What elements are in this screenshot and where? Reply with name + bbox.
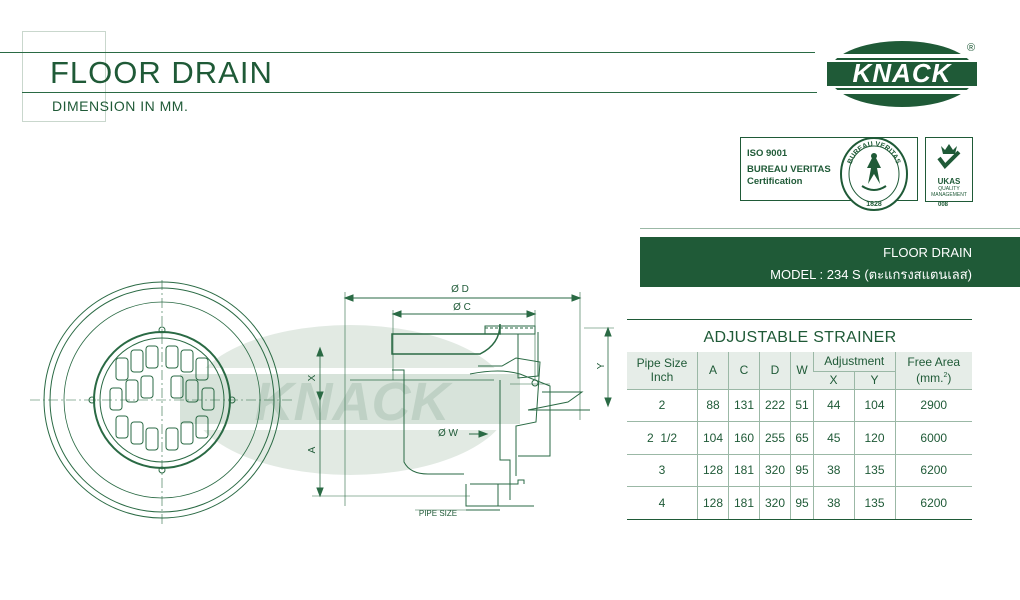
cell-a: 128 xyxy=(697,486,729,520)
label-x: X xyxy=(307,374,318,381)
cell-c: 160 xyxy=(728,421,760,454)
cell-d: 222 xyxy=(759,388,791,422)
ukas-label: UKAS xyxy=(937,177,961,186)
watermark-text: KNACK xyxy=(255,372,454,432)
table-row: 4 128 181 320 95 38 135 6200 xyxy=(627,486,972,520)
page-subtitle: DIMENSION IN MM. xyxy=(52,98,189,114)
header-y: Y xyxy=(853,371,895,389)
iso-line-3: Certification xyxy=(747,176,803,187)
cell-x: 45 xyxy=(813,421,854,454)
header-pipe-size-unit: Inch xyxy=(650,370,674,385)
cell-d: 320 xyxy=(759,486,791,520)
plan-view xyxy=(30,280,295,525)
cell-x: 38 xyxy=(813,486,854,520)
cell-a: 104 xyxy=(697,421,729,454)
header-free-area-unit: (mm.2) xyxy=(916,371,952,386)
cell-a: 128 xyxy=(697,453,729,487)
header-pipe-size: Pipe Size Inch xyxy=(627,352,698,389)
label-dia-c: Ø C xyxy=(453,302,471,313)
iso-line-2: BUREAU VERITAS xyxy=(747,164,831,175)
header-rule-bottom xyxy=(640,228,1020,229)
floor-drain-drawing: KNACK xyxy=(30,280,614,525)
banner-product: FLOOR DRAIN xyxy=(883,245,972,260)
header-w: W xyxy=(790,352,814,389)
seal-year: 1828 xyxy=(866,201,882,208)
cell-pipe: 3 xyxy=(627,453,698,487)
cell-c: 131 xyxy=(728,388,760,422)
label-pipe-size: PIPE SIZE xyxy=(419,509,457,518)
cell-d: 255 xyxy=(759,421,791,454)
table-row: 2 1/2 104 160 255 65 45 120 6000 xyxy=(627,421,972,454)
iso-line-1: ISO 9001 xyxy=(747,148,788,159)
crown-tick-icon xyxy=(937,144,961,170)
cell-pipe: 2 xyxy=(627,388,698,422)
cell-pipe: 2 1/2 xyxy=(627,421,698,454)
cell-y: 135 xyxy=(853,453,895,487)
label-y: Y xyxy=(596,362,607,369)
model-banner: FLOOR DRAIN MODEL : 234 S (ตะแกรงสแตนเลส… xyxy=(640,237,1020,287)
header-free-area-label: Free Area xyxy=(907,355,961,370)
cell-a: 88 xyxy=(697,388,729,422)
bureau-veritas-seal-icon: BUREAU VERITAS 1828 xyxy=(840,137,908,211)
cell-x: 44 xyxy=(813,388,854,422)
registered-mark: ® xyxy=(967,42,976,54)
label-a: A xyxy=(307,446,318,453)
cell-y: 104 xyxy=(853,388,895,422)
page-title: FLOOR DRAIN xyxy=(50,55,273,90)
banner-model: MODEL : 234 S (ตะแกรงสแตนเลส) xyxy=(770,267,972,282)
header-x: X xyxy=(829,373,838,387)
spec-table: Pipe Size Inch A C D W Adjustment Free A… xyxy=(627,352,972,520)
header-a: A xyxy=(697,352,729,389)
cell-w: 51 xyxy=(790,388,814,422)
table-row: 2 88 131 222 51 44 104 2900 xyxy=(627,388,972,422)
iso-certification-box xyxy=(740,137,918,201)
cell-area: 6200 xyxy=(894,453,972,487)
header-c: C xyxy=(728,352,760,389)
section-view xyxy=(312,292,614,511)
table-row: 3 128 181 320 95 38 135 6200 xyxy=(627,453,972,487)
knack-logo: KNACK xyxy=(827,41,977,107)
header-adjustment: Adjustment xyxy=(813,352,895,372)
cell-d: 320 xyxy=(759,453,791,487)
ukas-badge: UKAS QUALITY MANAGEMENT xyxy=(925,137,973,202)
cell-y: 120 xyxy=(853,421,895,454)
knack-watermark: KNACK xyxy=(180,325,520,475)
logo-wordmark: KNACK xyxy=(853,58,953,88)
cell-area: 6200 xyxy=(894,486,972,520)
cell-w: 95 xyxy=(790,453,814,487)
cell-w: 65 xyxy=(790,421,814,454)
label-dia-d: Ø D xyxy=(451,284,469,295)
header-d: D xyxy=(759,352,791,389)
label-dia-w: Ø W xyxy=(438,428,459,439)
header-pipe-size-label: Pipe Size xyxy=(636,356,688,371)
cell-area: 2900 xyxy=(894,388,972,422)
cell-y: 135 xyxy=(853,486,895,520)
header-free-area: Free Area (mm.2) xyxy=(894,352,972,389)
ukas-sub-2: MANAGEMENT xyxy=(931,192,967,198)
header-rule-top xyxy=(0,52,815,53)
table-top-rule xyxy=(627,319,972,320)
ukas-sub-1: QUALITY xyxy=(938,186,960,192)
cell-pipe: 4 xyxy=(627,486,698,520)
cell-c: 181 xyxy=(728,453,760,487)
iso-text: ISO 9001 BUREAU VERITAS Certification xyxy=(747,148,831,188)
cell-w: 95 xyxy=(790,486,814,520)
cell-area: 6000 xyxy=(894,421,972,454)
cell-x: 38 xyxy=(813,453,854,487)
table-header-row: Pipe Size Inch A C D W Adjustment Free A… xyxy=(627,352,972,389)
header-rule-mid xyxy=(22,92,817,93)
table-title: ADJUSTABLE STRAINER xyxy=(703,329,897,346)
cell-c: 181 xyxy=(728,486,760,520)
header-frame-box xyxy=(22,31,106,122)
ukas-number: 008 xyxy=(938,202,949,208)
